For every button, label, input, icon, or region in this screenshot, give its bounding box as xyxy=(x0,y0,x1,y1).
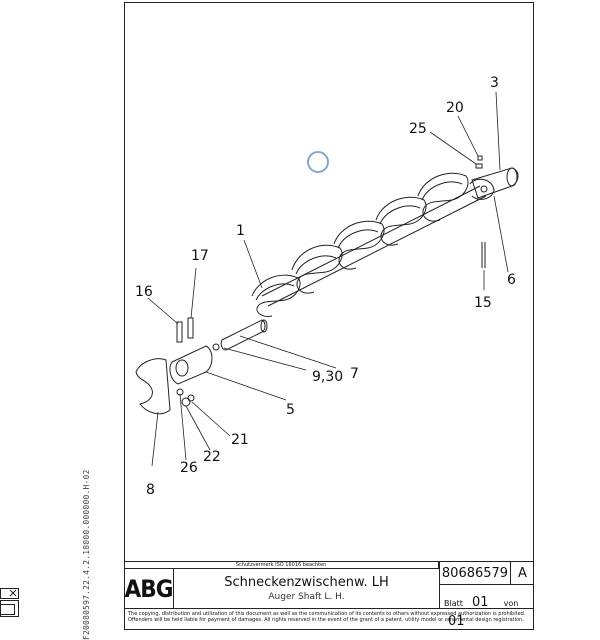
sheet-label: Blatt xyxy=(444,599,463,608)
callout-8: 8 xyxy=(146,482,155,498)
auger-flight xyxy=(375,196,427,246)
shaft-pin xyxy=(212,319,268,351)
callout-20: 20 xyxy=(446,100,464,116)
callout-6: 6 xyxy=(507,272,516,288)
hub-bolts xyxy=(176,317,194,343)
callout-15: 15 xyxy=(474,295,492,311)
revision-letter: A xyxy=(518,566,527,581)
leader-lines xyxy=(147,91,509,467)
auger-flights xyxy=(251,172,487,317)
protection-note: Schutzvermerk ISO 16016 beachten xyxy=(124,561,439,569)
copyright-notice: The copying, distribution and utilizatio… xyxy=(128,611,526,623)
callout-17: 17 xyxy=(191,248,209,264)
doc-number-cell: 80686579 xyxy=(439,561,511,585)
drawing-title-german: Schneckenzwischenw. LH xyxy=(224,575,389,590)
auger-flight xyxy=(251,274,301,317)
callout-16: 16 xyxy=(135,284,153,300)
auger-flight xyxy=(291,244,343,294)
callout-26: 26 xyxy=(180,460,198,476)
callout-7: 7 xyxy=(350,366,359,382)
callout-9-30: 9,30 xyxy=(312,369,344,385)
side-drawing-code: F20080597.22.4.2.18000.000000.H-02 xyxy=(82,469,91,640)
drawing-sheet xyxy=(124,2,534,630)
flange-plate xyxy=(135,358,171,415)
sheet-cell: Blatt 01 von 01 xyxy=(439,584,534,629)
logo-cell: ABG xyxy=(124,569,174,609)
location-marker xyxy=(307,151,329,173)
callout-3: 3 xyxy=(490,75,499,91)
window-widget[interactable] xyxy=(0,586,20,618)
callout-1: 1 xyxy=(236,223,245,239)
of-label: von xyxy=(503,599,519,608)
small-bolts xyxy=(475,155,486,268)
end-shaft xyxy=(469,167,519,200)
callout-21: 21 xyxy=(231,432,249,448)
auger-core xyxy=(261,185,481,297)
sheet-number: 01 xyxy=(471,595,489,610)
title-block: Schutzvermerk ISO 16016 beachten ABG Sch… xyxy=(124,561,534,630)
company-logo: ABG xyxy=(124,575,174,603)
drawing-title-english: Auger Shaft L. H. xyxy=(268,592,345,602)
sheet-total: 01 xyxy=(448,614,465,629)
callout-25: 25 xyxy=(409,121,427,137)
document-number: 80686579 xyxy=(441,566,509,581)
auger-flight xyxy=(333,220,385,270)
revision-cell: A xyxy=(510,561,534,585)
callout-5: 5 xyxy=(286,402,295,418)
title-cell: Schneckenzwischenw. LH Auger Shaft L. H. xyxy=(173,569,440,609)
hub xyxy=(169,345,213,407)
callout-22: 22 xyxy=(203,449,221,465)
